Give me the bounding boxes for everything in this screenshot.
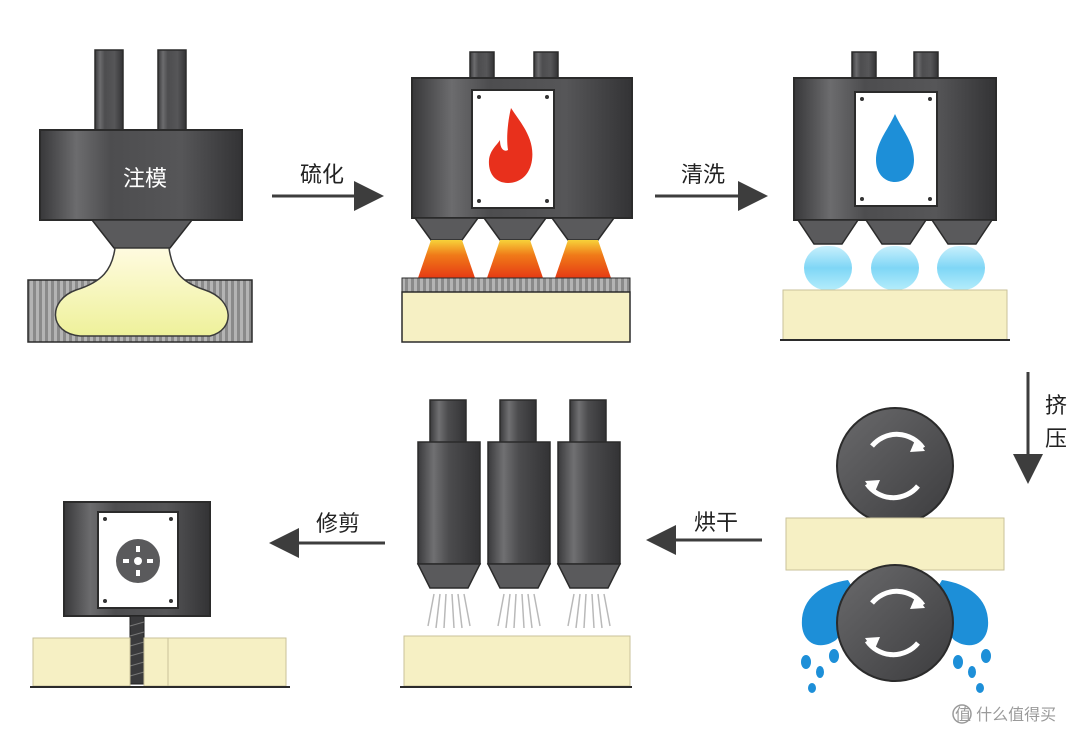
air-streaks	[427, 593, 611, 629]
water-droplets	[801, 649, 991, 693]
step-mold: 注模	[27, 49, 253, 343]
bottom-roller	[836, 564, 954, 682]
arrow-dry: 烘干	[646, 511, 762, 555]
arrow-trim: 修剪	[269, 512, 385, 558]
trim-label: 修剪	[316, 512, 360, 537]
blade-icon	[116, 539, 160, 583]
step-wash	[780, 51, 1010, 341]
water-drop-icon	[876, 114, 914, 182]
mold-foam	[54, 247, 229, 337]
dryer-right	[556, 399, 622, 589]
mist-left	[804, 246, 852, 290]
heat-middle	[487, 240, 543, 278]
top-roller	[836, 407, 954, 525]
dry-label: 烘干	[694, 511, 738, 536]
watermark: 值 什么值得买	[952, 704, 1056, 724]
arrow-cure: 硫化	[272, 163, 384, 211]
dryer-middle	[486, 399, 552, 589]
step-press	[785, 407, 1005, 693]
step-cure	[401, 51, 633, 343]
dryer-left	[416, 399, 482, 589]
wash-foam	[782, 289, 1008, 341]
mist-right	[937, 246, 985, 290]
trim-foam-right	[143, 637, 287, 687]
press-foam	[785, 517, 1005, 571]
mold-label: 注模	[123, 167, 167, 192]
dry-foam	[403, 635, 631, 687]
arrow-wash: 清洗	[655, 163, 768, 211]
step-trim	[30, 501, 290, 688]
heat-left	[418, 240, 475, 278]
heat-right	[555, 240, 611, 278]
cure-foam	[401, 291, 631, 343]
arrow-press: 挤 压	[1013, 372, 1067, 484]
press-label-1: 挤	[1045, 394, 1067, 419]
cure-label: 硫化	[300, 163, 344, 188]
watermark-logo-icon	[952, 704, 972, 724]
mist-middle	[871, 246, 919, 290]
flame-icon	[488, 108, 533, 183]
trim-foam-left	[32, 637, 131, 687]
wash-label: 清洗	[681, 163, 725, 188]
press-label-2: 压	[1045, 427, 1067, 452]
watermark-text: 值 什么值得买	[955, 705, 1056, 724]
step-dry	[400, 399, 632, 688]
